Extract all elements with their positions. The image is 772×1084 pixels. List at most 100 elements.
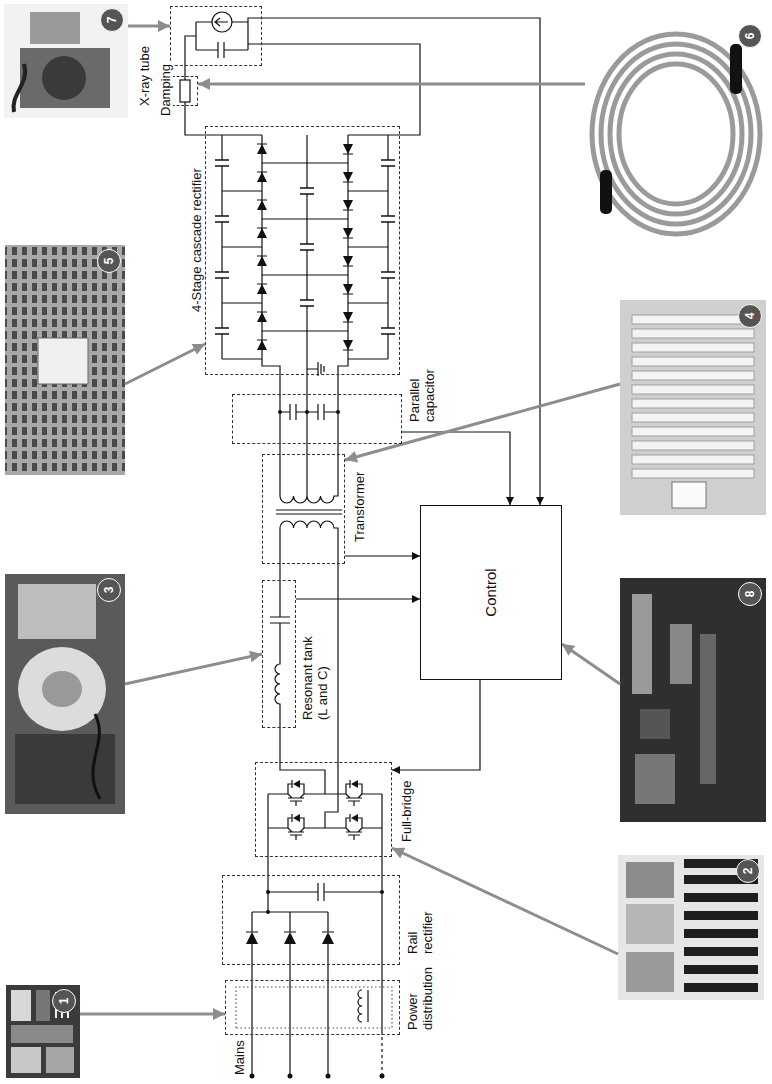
photo-frame: 7 xyxy=(4,4,128,118)
diode-symbols xyxy=(257,144,267,350)
photo-heatsink xyxy=(684,893,758,902)
circuit-wires xyxy=(222,135,262,359)
circuit-wires xyxy=(381,1035,382,1076)
dashed-block: Parallel capacitor xyxy=(232,394,402,444)
circuit-wires xyxy=(280,762,338,828)
photo-transformer xyxy=(632,413,754,422)
photo-control-board xyxy=(670,624,692,684)
signal-arrow xyxy=(296,598,420,599)
photo-transformer xyxy=(632,371,754,380)
photo-cabinet xyxy=(6,985,80,1078)
photo-control-board xyxy=(620,578,766,822)
circuit-wires xyxy=(236,987,392,1028)
diode-symbols xyxy=(343,144,353,350)
dashed-block: Full-bridge xyxy=(255,762,392,857)
photo-heatsink xyxy=(684,983,758,992)
dashed-block: 4-Stage cascade rectifier xyxy=(205,126,400,375)
block-label: Parallel capacitor xyxy=(407,363,437,423)
photo-xray-tube xyxy=(30,12,80,44)
photo-resonant-parts xyxy=(93,714,100,799)
photo-cable xyxy=(601,44,751,224)
label-holder: Rail rectifier xyxy=(405,900,436,955)
photo-heatsink xyxy=(684,929,758,938)
callout-number: 6 xyxy=(738,24,762,48)
capacitor-symbols xyxy=(219,160,225,166)
block-label: 4-Stage cascade rectifier xyxy=(189,167,204,313)
callout-number: 2 xyxy=(736,859,760,883)
capacitor-symbols xyxy=(304,188,310,194)
photo-cable xyxy=(600,170,612,214)
edge-group xyxy=(80,18,620,1014)
photo-frame: 3 xyxy=(5,574,125,814)
junction-dots xyxy=(305,410,309,414)
photo-cable xyxy=(585,20,766,250)
photo-resonant-parts xyxy=(5,574,125,814)
photo-xray-tube xyxy=(4,4,128,118)
photo-transformer xyxy=(632,315,754,478)
junction-dots xyxy=(278,410,282,414)
circuit-wires xyxy=(280,521,338,564)
control-box: Control xyxy=(420,505,562,680)
photo-transformer xyxy=(632,441,754,450)
label-holder: X-ray tube xyxy=(135,27,153,107)
photo-cable xyxy=(592,34,760,234)
block-label: Transformer xyxy=(352,471,367,543)
photo-cascade-board xyxy=(5,245,125,475)
pointer-arrow xyxy=(562,644,620,684)
pointer-arrow xyxy=(128,25,170,28)
circuit-wires xyxy=(205,134,400,135)
circuit-wires xyxy=(222,135,388,375)
capacitor-symbols xyxy=(304,244,310,250)
capacitor-symbols xyxy=(219,216,225,222)
circuit-wire xyxy=(279,728,280,762)
signal-arrow xyxy=(392,680,480,770)
callout-number: 5 xyxy=(97,249,121,273)
callout-number: 1 xyxy=(52,989,76,1013)
dashed-block: Rail rectifier xyxy=(222,875,400,965)
circuit-wires xyxy=(215,18,228,26)
photo-frame: 8 xyxy=(620,578,766,822)
callout-number: 4 xyxy=(738,304,762,328)
circuit-wires xyxy=(212,12,232,32)
circuit-wires xyxy=(185,18,262,66)
circuit-wire xyxy=(306,444,307,454)
photo-cabinet xyxy=(11,990,31,1021)
junction-dots xyxy=(250,1074,255,1079)
circuit-wire xyxy=(306,375,307,394)
capacitor-symbols xyxy=(304,300,310,306)
label-holder: Parallel capacitor xyxy=(407,363,438,423)
circuit-wires xyxy=(280,404,338,420)
callout-number: 3 xyxy=(97,578,121,602)
circuit-wire xyxy=(289,965,290,980)
circuit-wires xyxy=(276,510,342,514)
photo-frame: 6 xyxy=(585,20,766,250)
photo-xray-tube xyxy=(20,48,110,108)
junction-dots xyxy=(380,890,384,894)
photo-transformer xyxy=(620,300,766,515)
photo-frame: 1 xyxy=(6,985,80,1078)
circuit-wires xyxy=(180,12,400,1076)
dashed-block: Resonant tank (L and C) xyxy=(262,580,296,728)
photo-cable xyxy=(610,54,742,214)
photo-cabinet xyxy=(11,1025,73,1043)
block-label: Resonant tank (L and C) xyxy=(300,631,330,721)
photo-transformer xyxy=(632,357,754,366)
pointer-arrow xyxy=(125,654,262,684)
photo-xray-tube xyxy=(13,64,25,112)
circuit-wires xyxy=(180,80,190,102)
photo-transformer xyxy=(632,455,754,464)
photo-control-board xyxy=(635,754,675,804)
junction-dots xyxy=(250,410,385,1079)
signal-arrow xyxy=(262,18,540,505)
photo-control-board xyxy=(620,578,766,822)
photo-heatsink xyxy=(618,855,764,1000)
signal-arrow xyxy=(345,555,420,556)
label-holder: Damping xyxy=(156,47,174,117)
label-holder: Resonant tank (L and C) xyxy=(300,631,331,721)
circuit-wires xyxy=(252,794,382,980)
photo-transformer xyxy=(632,385,754,394)
photo-frame: 2 xyxy=(618,855,764,1000)
photo-transformer xyxy=(620,300,766,515)
circuit-wires xyxy=(267,794,268,857)
photo-control-board xyxy=(632,594,652,694)
